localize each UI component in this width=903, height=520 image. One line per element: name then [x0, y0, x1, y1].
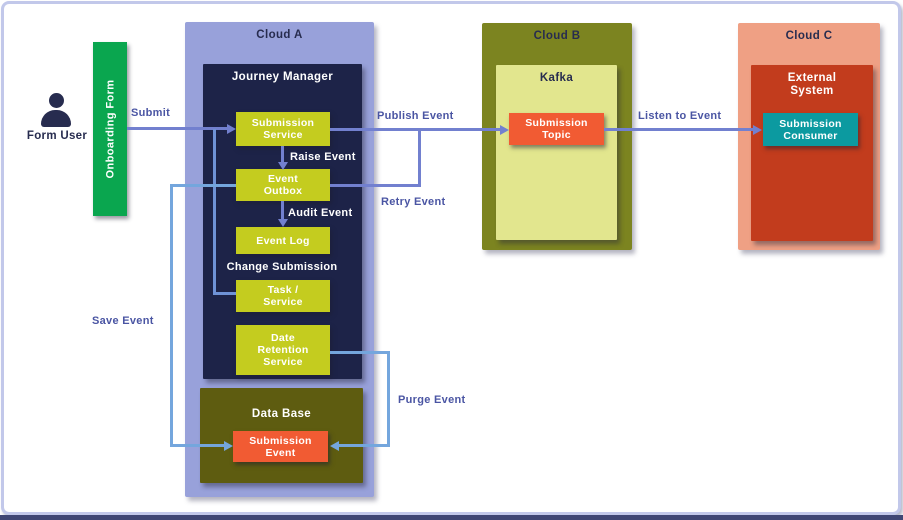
raise-event-arrowhead	[277, 162, 288, 170]
date-retention-line3: Service	[263, 356, 303, 368]
submission-consumer-box: Submission Consumer	[763, 113, 858, 146]
task-service-line2: Service	[263, 296, 303, 308]
submit-arrowhead	[227, 123, 236, 134]
save-event-label: Save Event	[92, 315, 154, 327]
submission-topic-box: Submission Topic	[509, 113, 604, 145]
purge-event-arrowhead	[330, 440, 339, 451]
submission-topic-line1: Submission	[525, 117, 588, 129]
change-submission-label: Change Submission	[226, 261, 338, 273]
change-submission-line-vertical	[213, 129, 216, 295]
save-event-line-bottom	[170, 444, 225, 447]
event-log-box: Event Log	[236, 227, 330, 254]
retry-event-label: Retry Event	[381, 196, 446, 208]
submission-service-line1: Submission	[251, 117, 315, 129]
submission-event-box: Submission Event	[233, 431, 328, 462]
date-retention-service-box: Date Retention Service	[236, 325, 330, 375]
publish-event-label: Publish Event	[377, 110, 454, 122]
audit-event-arrowhead	[277, 219, 288, 227]
cloud-a-title: Cloud A	[256, 29, 303, 41]
date-retention-line1: Date	[271, 332, 295, 344]
event-outbox-box: Event Outbox	[236, 169, 330, 201]
save-event-line-vertical	[170, 184, 173, 447]
publish-event-arrowhead	[500, 124, 509, 135]
submission-topic-line2: Topic	[542, 129, 571, 141]
database-title: Data Base	[251, 408, 312, 420]
purge-event-line-top	[330, 351, 390, 354]
window-edge-bar	[0, 515, 903, 520]
event-outbox-line1: Event	[267, 173, 299, 185]
listen-to-event-label: Listen to Event	[638, 110, 722, 122]
change-submission-line-horizontal	[213, 292, 236, 295]
purge-event-line-vertical	[387, 351, 390, 447]
submission-event-line1: Submission	[249, 434, 312, 447]
onboarding-form-box: Onboarding Form	[93, 42, 127, 216]
kafka-title: Kafka	[539, 72, 574, 84]
listen-to-event-arrowhead	[753, 124, 762, 135]
event-log-line1: Event Log	[256, 234, 310, 247]
submit-line	[127, 127, 228, 130]
save-event-arrowhead	[224, 440, 233, 451]
listen-to-event-line	[604, 128, 754, 131]
submission-service-line2: Service	[263, 129, 303, 141]
retry-event-line-horizontal	[330, 184, 421, 187]
event-outbox-line2: Outbox	[263, 185, 303, 197]
onboarding-form-label: Onboarding Form	[104, 79, 117, 179]
task-service-line1: Task /	[267, 284, 299, 296]
external-system-title-line1: External	[787, 72, 837, 84]
cloud-b-title: Cloud B	[533, 30, 581, 42]
submit-label: Submit	[131, 107, 171, 119]
save-event-line-top	[170, 184, 236, 187]
kafka-panel	[496, 65, 617, 240]
form-user-label: Form User	[26, 130, 88, 142]
retry-event-line-vertical	[418, 129, 421, 187]
external-system-title: External System	[751, 72, 873, 98]
submission-consumer-line2: Consumer	[783, 129, 838, 142]
form-user-icon-body	[41, 110, 71, 127]
submission-service-box: Submission Service	[236, 112, 330, 146]
audit-event-label: Audit Event	[288, 207, 353, 219]
submission-event-line2: Event	[265, 446, 296, 459]
cloud-c-title: Cloud C	[785, 30, 833, 42]
purge-event-line-bottom	[339, 444, 390, 447]
journey-manager-title: Journey Manager	[231, 71, 334, 83]
publish-event-line	[330, 128, 502, 131]
raise-event-label: Raise Event	[290, 151, 356, 163]
raise-event-arrow	[281, 146, 284, 164]
task-service-box: Task / Service	[236, 280, 330, 312]
date-retention-line2: Retention	[257, 344, 309, 356]
external-system-panel	[751, 65, 873, 241]
submission-consumer-line1: Submission	[779, 117, 842, 130]
audit-event-arrow	[281, 201, 284, 221]
external-system-title-line2: System	[790, 85, 834, 97]
form-user-icon	[49, 93, 64, 108]
purge-event-label: Purge Event	[398, 394, 466, 406]
